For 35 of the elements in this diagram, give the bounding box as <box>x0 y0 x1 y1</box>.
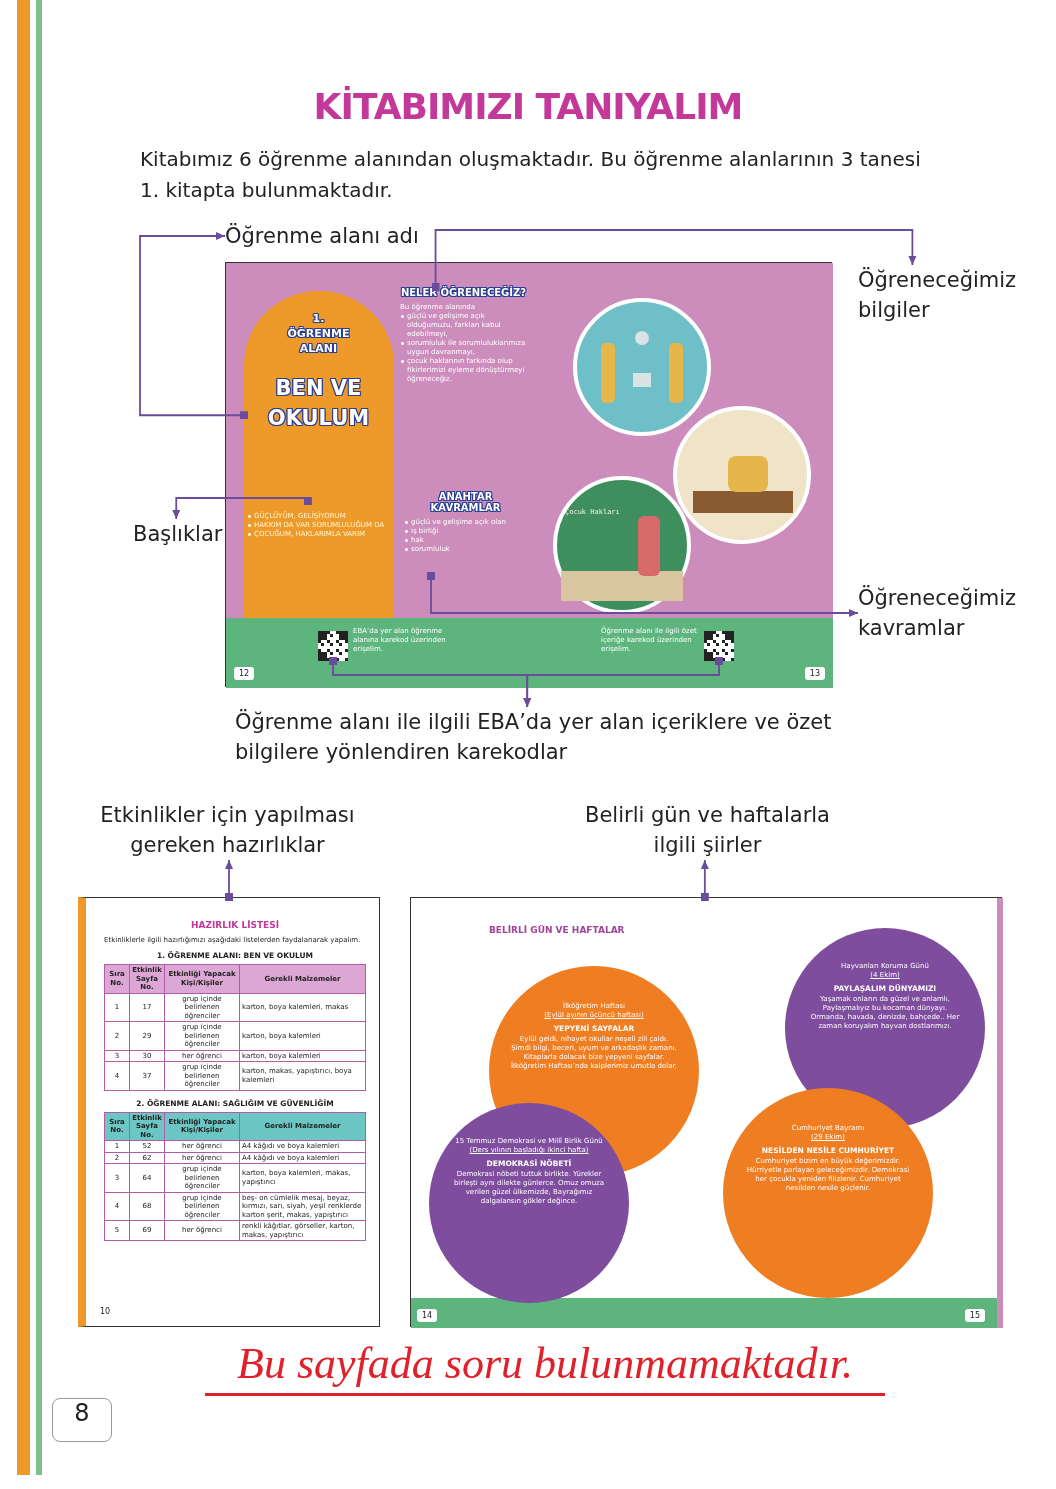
unit-number: 1. ÖĞRENME ALANI <box>286 311 351 356</box>
book-page <box>78 897 380 1327</box>
callout-text: Belirli gün ve haftalarla ilgili şiirler <box>575 800 840 860</box>
callout-text: Öğrenme alanı adı <box>225 221 425 251</box>
page-number: 14 <box>417 1309 438 1322</box>
book-page <box>529 263 833 688</box>
leader-line <box>431 229 917 291</box>
intro-text: Kitabımız 6 öğrenme alanından oluşmaktadır. Bu öğrenme alanlarının 3 tanesi 1. kitapta bulunmaktadır. <box>140 146 922 204</box>
leader-line <box>139 232 248 420</box>
page-heading: BELİRLİ GÜN VE HAFTALAR <box>489 925 625 935</box>
book-spread <box>225 262 832 687</box>
callout-text: Öğreneceğimiz bilgiler <box>858 265 1018 325</box>
handwritten-note: Bu sayfada soru bulunmamaktadır. <box>205 1338 885 1396</box>
callout-text: Etkinlikler için yapılması gereken hazırlıklar <box>95 800 360 860</box>
block-heading: ANAHTAR KAVRAMLAR <box>429 491 502 513</box>
leader-line <box>225 859 233 901</box>
unit-title: BEN VE OKULUM <box>266 375 371 432</box>
callout-text: Öğrenme alanı ile ilgili EBA’da yer alan içeriklere ve özet bilgilere yönlendiren karekodlar <box>235 707 835 767</box>
page-number: 12 <box>234 667 255 680</box>
leader-line <box>523 657 723 708</box>
page-number: 8 <box>52 1398 112 1442</box>
page-number: 10 <box>100 1307 111 1316</box>
callout-text: Başlıklar <box>133 519 225 549</box>
leader-line <box>427 572 859 617</box>
leader-line <box>172 497 312 520</box>
qr-code-icon <box>704 631 734 661</box>
page-heading: HAZIRLIK LİSTESİ <box>189 920 281 930</box>
book-page <box>226 263 529 688</box>
leader-line <box>700 859 709 901</box>
callout-text: Öğreneceğimiz kavramlar <box>858 583 1018 643</box>
page-title: KİTABIMIZI TANIYALIM <box>312 86 744 127</box>
qr-code-icon <box>318 631 348 661</box>
book-spread <box>410 897 1002 1327</box>
unit-panel <box>244 291 394 618</box>
book-page <box>707 898 1003 1328</box>
